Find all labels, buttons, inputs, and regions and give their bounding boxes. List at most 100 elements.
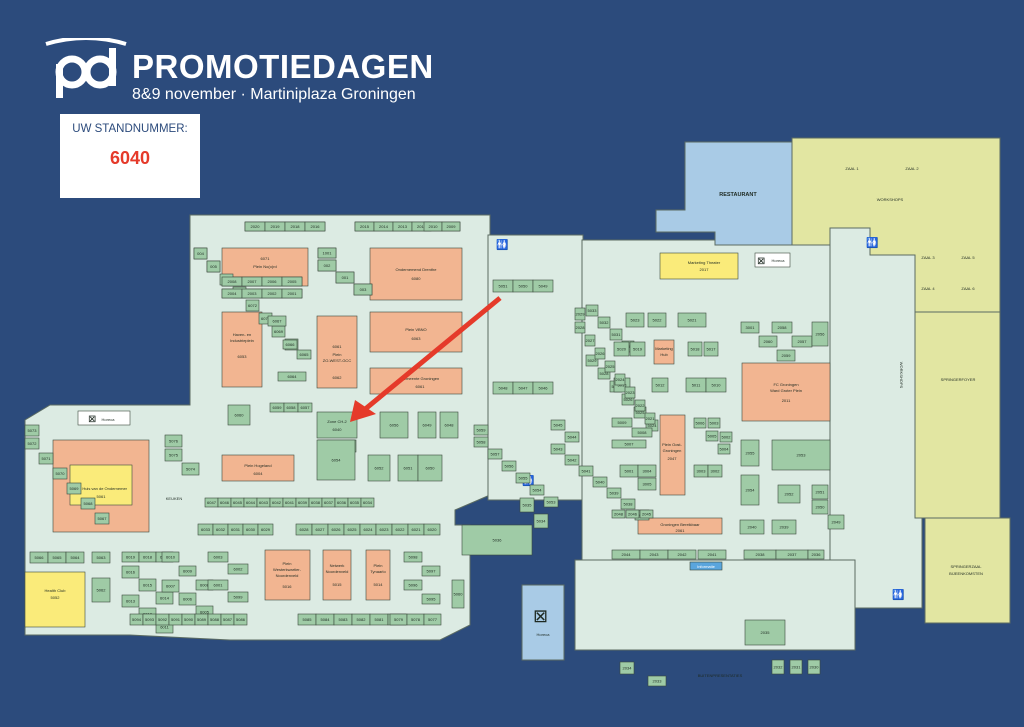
booth[interactable] (811, 499, 829, 515)
booth[interactable] (533, 513, 549, 529)
booth[interactable] (417, 411, 437, 439)
booth[interactable] (227, 404, 251, 426)
booth[interactable] (777, 484, 801, 504)
booth[interactable] (121, 594, 140, 608)
booth[interactable] (267, 315, 287, 327)
fc-groningen-plein[interactable] (741, 362, 831, 422)
booth[interactable] (245, 299, 260, 312)
booth[interactable] (317, 259, 337, 272)
booth[interactable] (574, 321, 586, 334)
booth[interactable] (91, 551, 111, 564)
booth[interactable] (703, 341, 719, 357)
booth[interactable] (611, 417, 633, 428)
booth[interactable] (647, 312, 667, 328)
booth[interactable] (697, 549, 727, 560)
booth[interactable] (807, 659, 821, 675)
booth[interactable] (178, 565, 197, 577)
booth[interactable] (403, 579, 423, 591)
ondernemend-drenthe[interactable] (369, 247, 463, 301)
booth[interactable] (417, 454, 443, 482)
booth[interactable] (193, 247, 208, 260)
marketing-hub[interactable] (653, 339, 675, 365)
booth[interactable] (181, 462, 200, 476)
booth[interactable] (164, 434, 183, 448)
booth[interactable] (631, 427, 653, 438)
booth[interactable] (705, 377, 727, 393)
booth[interactable] (367, 454, 391, 482)
booth[interactable] (644, 412, 656, 425)
booth[interactable] (771, 439, 831, 471)
booth[interactable] (501, 460, 517, 472)
booth[interactable] (24, 424, 40, 437)
booth[interactable] (811, 321, 829, 347)
gemeente-groningen[interactable] (369, 367, 463, 395)
booth[interactable] (705, 430, 719, 442)
booth[interactable] (740, 474, 760, 506)
booth[interactable] (606, 487, 622, 499)
booth[interactable] (38, 452, 54, 465)
booth[interactable] (80, 497, 96, 510)
booth[interactable] (52, 467, 68, 480)
horeca-east[interactable] (754, 252, 791, 268)
haven-industrieplein[interactable] (221, 311, 263, 388)
plein-zo-west[interactable] (316, 315, 358, 389)
booth[interactable] (282, 339, 298, 350)
booth[interactable] (335, 271, 355, 284)
booth[interactable] (281, 288, 303, 299)
plein-vbno[interactable] (369, 311, 463, 353)
booth[interactable] (121, 565, 140, 579)
booth[interactable] (421, 593, 441, 605)
booth[interactable] (597, 367, 611, 380)
marketing-theater[interactable] (659, 252, 739, 280)
booth[interactable] (353, 283, 373, 296)
booth[interactable] (65, 551, 85, 564)
plein-westerkwartier[interactable] (264, 549, 311, 601)
booth[interactable] (771, 321, 793, 334)
booth[interactable] (613, 341, 630, 357)
booth[interactable] (532, 381, 554, 395)
groningen-bereikbaar[interactable] (637, 517, 723, 535)
booth[interactable] (277, 371, 307, 382)
booth[interactable] (585, 304, 599, 317)
booth[interactable] (584, 334, 596, 347)
booth[interactable] (637, 464, 657, 478)
booth[interactable] (296, 349, 312, 360)
booth[interactable] (532, 279, 554, 293)
booth[interactable] (585, 354, 599, 367)
booth[interactable] (707, 464, 723, 478)
plein-tynaarlo[interactable] (365, 549, 391, 601)
booth[interactable] (473, 436, 489, 448)
booth[interactable] (687, 341, 703, 357)
booth[interactable] (207, 551, 229, 563)
booth[interactable] (611, 509, 626, 519)
booth[interactable] (647, 675, 667, 687)
booth[interactable] (519, 497, 535, 513)
booth[interactable] (564, 431, 580, 443)
booth[interactable] (811, 484, 829, 500)
booth[interactable] (740, 439, 760, 467)
booth[interactable] (161, 579, 180, 593)
booth[interactable] (66, 482, 82, 495)
booth[interactable] (439, 411, 459, 439)
booth[interactable] (304, 221, 326, 232)
plein-hogeland[interactable] (221, 454, 295, 482)
booth[interactable] (515, 472, 531, 484)
booth[interactable] (379, 411, 409, 439)
booth[interactable] (619, 661, 635, 675)
booth[interactable] (403, 551, 423, 563)
booth[interactable] (677, 312, 707, 328)
booth[interactable] (651, 377, 669, 393)
booth[interactable] (461, 524, 533, 556)
booth[interactable] (625, 509, 640, 519)
plein-oost-groningen[interactable] (659, 414, 686, 496)
booth[interactable] (639, 509, 654, 519)
booth[interactable] (550, 419, 566, 431)
booth[interactable] (317, 247, 337, 259)
booth[interactable] (807, 549, 825, 560)
booth[interactable] (578, 465, 594, 477)
booth[interactable] (693, 417, 707, 429)
booth[interactable] (227, 591, 249, 603)
booth[interactable] (597, 316, 611, 329)
informatie-desk[interactable] (689, 561, 723, 571)
health-club[interactable] (24, 571, 86, 628)
